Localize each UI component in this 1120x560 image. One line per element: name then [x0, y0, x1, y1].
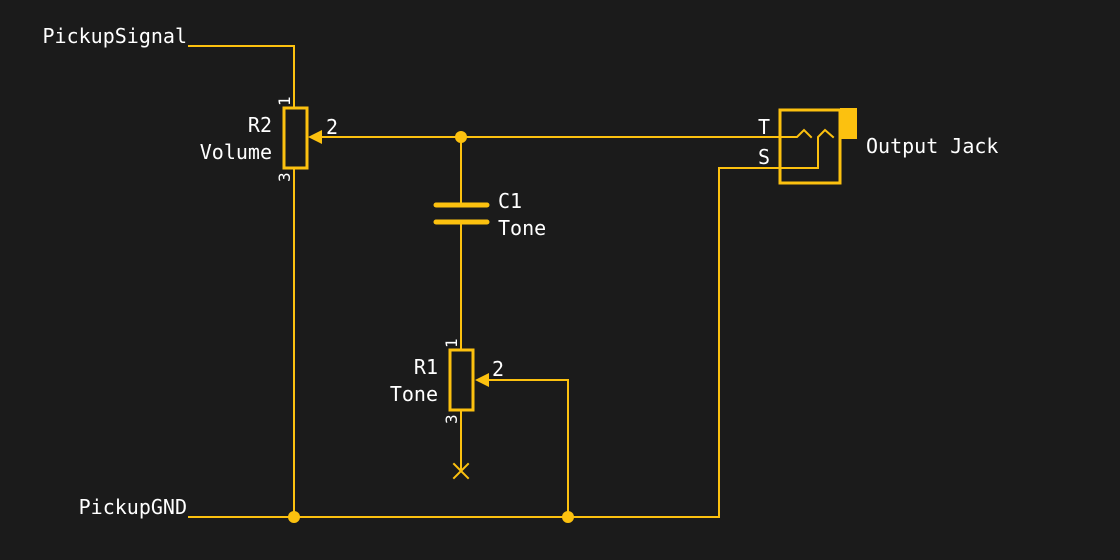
- wires: [188, 45, 781, 518]
- c1-value: Tone: [498, 216, 546, 240]
- potentiometer-r2[interactable]: R2 Volume 1 3 2: [200, 96, 338, 182]
- wire-jack-sleeve-to-gnd[interactable]: [718, 167, 781, 518]
- c1-ref: C1: [498, 189, 522, 213]
- r1-pin1-number: 1: [442, 338, 461, 348]
- jack-body: [778, 108, 842, 185]
- r1-ref: R1: [414, 355, 438, 379]
- r2-ref: R2: [248, 113, 272, 137]
- r1-pin3-number: 3: [442, 414, 461, 424]
- r2-pin1-number: 1: [275, 96, 294, 106]
- wire-r1-wiper-to-gnd[interactable]: [483, 379, 569, 518]
- output-jack[interactable]: T S Output Jack: [758, 108, 999, 185]
- potentiometer-r1[interactable]: R1 Tone 1 3 2: [390, 338, 504, 424]
- jack-tip-contact: [779, 128, 813, 139]
- potentiometer-body: [282, 106, 309, 170]
- r2-pin2-number: 2: [326, 115, 338, 139]
- wiper-arrow-icon: [475, 373, 489, 387]
- net-label-pickup-gnd[interactable]: PickupGND: [79, 495, 187, 519]
- r1-value: Tone: [390, 382, 438, 406]
- junction-dot: [562, 511, 574, 523]
- r1-pin2-number: 2: [492, 357, 504, 381]
- wire-pickup-signal[interactable]: [188, 45, 295, 109]
- capacitor-c1[interactable]: C1 Tone: [433, 189, 546, 240]
- r2-pin3-number: 3: [275, 172, 294, 182]
- jack-sleeve-block: [840, 108, 857, 139]
- junction-dot: [455, 131, 467, 143]
- junction-dot: [288, 511, 300, 523]
- jack-value: Output Jack: [866, 134, 998, 158]
- wiper-arrow-icon: [308, 130, 322, 144]
- jack-tip-label: T: [758, 115, 770, 139]
- no-connect-icon: [452, 462, 470, 480]
- r2-value: Volume: [200, 140, 272, 164]
- jack-sleeve-label: S: [758, 145, 770, 169]
- potentiometer-body: [448, 348, 475, 412]
- jack-ring-contact: [779, 128, 835, 169]
- net-label-pickup-signal[interactable]: PickupSignal: [43, 24, 188, 48]
